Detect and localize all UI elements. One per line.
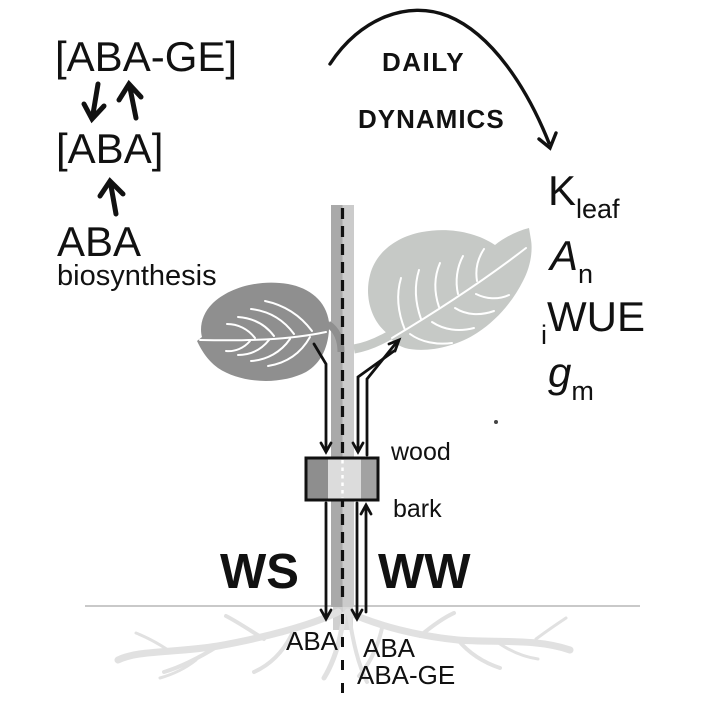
- leaf-ww: [368, 228, 532, 350]
- arrowhead-down: [319, 608, 333, 622]
- root-flux-aba-ws: ABA: [286, 626, 339, 656]
- biosynthesis-word: biosynthesis: [57, 260, 217, 292]
- vein: [250, 338, 291, 362]
- petiole-ws: [325, 321, 345, 353]
- daily-label: DAILY: [382, 47, 466, 77]
- arrow-up-to-ww-leaf: [365, 341, 398, 457]
- arrowhead-up-right: [387, 337, 402, 353]
- output-gm: gm: [548, 349, 594, 405]
- vein: [237, 316, 275, 337]
- vein: [414, 269, 422, 320]
- wood-label: wood: [391, 438, 451, 466]
- vein: [454, 307, 495, 316]
- root-flux-abage-ww: ABA-GE: [357, 660, 456, 690]
- stem-ww-half: [342, 205, 354, 607]
- arrow-ws-leaf-down: [312, 342, 328, 451]
- girdle-right-band: [361, 458, 378, 500]
- arrow-aba-to-abage-shaft: [127, 85, 139, 121]
- aba-biosynthesis-word: ABA: [57, 218, 142, 265]
- output-an: An: [550, 232, 593, 288]
- arrowhead-down: [351, 441, 365, 455]
- leaf-ws-veins: [199, 300, 327, 367]
- dot-mark: [494, 420, 498, 424]
- root-branch: [162, 644, 220, 674]
- arrowhead-down: [81, 101, 107, 124]
- vein: [264, 300, 313, 332]
- root-branch: [134, 631, 170, 652]
- vein: [409, 333, 453, 345]
- arrowhead-up: [97, 177, 126, 199]
- arrowhead-down: [350, 608, 364, 622]
- daily-dynamics-arrow: [328, 8, 558, 151]
- pathway-arrows: [81, 79, 144, 217]
- stem-stub-ws: [333, 606, 343, 630]
- dynamics-label: DYNAMICS: [358, 104, 505, 134]
- vein: [397, 277, 406, 331]
- bark-label: bark: [393, 495, 442, 523]
- leaf-ww-veins: [391, 247, 527, 345]
- arrowhead-up: [359, 502, 373, 516]
- arrow-abage-to-aba-shaft: [90, 81, 101, 117]
- aba-pool-label: [ABA]: [56, 125, 164, 172]
- vein: [434, 262, 441, 308]
- an-symbol: A: [550, 232, 579, 279]
- arrowhead-up: [116, 79, 144, 103]
- vein: [455, 255, 464, 295]
- vein: [431, 321, 475, 331]
- vein: [475, 248, 485, 282]
- vein: [391, 247, 527, 339]
- root-branch: [224, 614, 266, 641]
- gm-subscript: m: [571, 376, 594, 406]
- vein: [199, 331, 327, 342]
- girdle-box: [304, 456, 380, 502]
- kleaf-subscript: leaf: [576, 194, 620, 224]
- gm-symbol: g: [548, 349, 572, 396]
- transport-arrows: [312, 337, 402, 622]
- stem-ws-half: [331, 205, 343, 607]
- vein: [250, 308, 295, 335]
- root-branch: [252, 632, 294, 674]
- vein: [237, 339, 270, 356]
- arrowhead-curved: [537, 131, 558, 151]
- treatment-ww-label: WW: [378, 545, 471, 599]
- aba-ge-pool-label: [ABA-GE]: [55, 33, 238, 80]
- curved-arrow-shaft: [328, 8, 551, 145]
- an-subscript: n: [578, 259, 594, 289]
- root-flux-aba-ww: ABA: [363, 633, 416, 663]
- output-iwue: iWUE: [541, 293, 645, 349]
- leaf-ws: [197, 282, 330, 381]
- root-branch: [418, 611, 456, 638]
- output-kleaf: Kleaf: [548, 167, 620, 223]
- vein: [267, 336, 311, 367]
- root-branch: [498, 642, 540, 661]
- root-branch: [534, 616, 568, 641]
- girdle-border: [304, 456, 380, 502]
- root-branch: [347, 613, 369, 684]
- treatment-ws-label: WS: [220, 545, 299, 599]
- girdle-left-band: [306, 458, 328, 500]
- vein: [475, 293, 510, 300]
- vein: [225, 340, 251, 353]
- root-branch: [456, 638, 502, 670]
- vein: [226, 323, 256, 339]
- petiole-ww: [353, 331, 393, 354]
- arrowhead-down: [319, 441, 333, 455]
- kleaf-symbol: K: [548, 167, 577, 214]
- arrow-biosynthesis-to-aba-shaft: [108, 183, 119, 217]
- iwue-symbol: WUE: [547, 293, 645, 340]
- iwue-prefix-subscript: i: [541, 320, 547, 350]
- root-branch: [158, 658, 198, 680]
